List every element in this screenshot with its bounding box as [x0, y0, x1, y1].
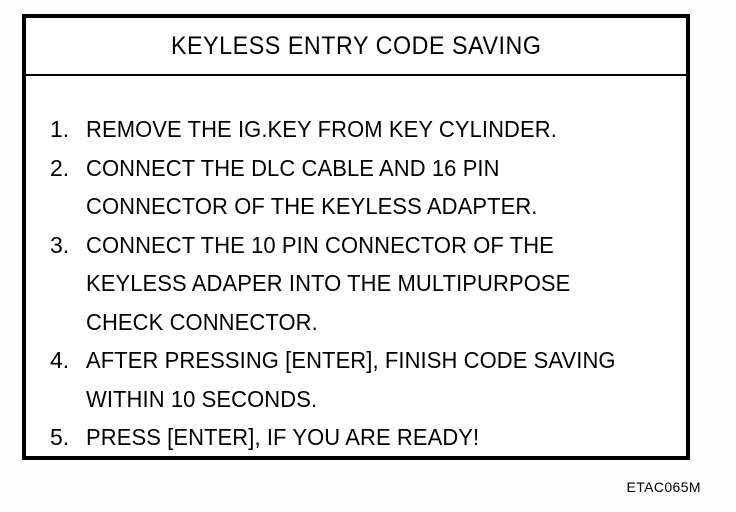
panel-title: KEYLESS ENTRY CODE SAVING — [170, 31, 542, 60]
list-item: 2. CONNECT THE DLC CABLE AND 16 PIN CONN… — [50, 149, 676, 226]
list-item-line: AFTER PRESSING [ENTER], FINISH CODE SAVI… — [86, 347, 616, 373]
figure-reference-code: ETAC065M — [626, 479, 701, 495]
list-item-line: CHECK CONNECTOR. — [86, 308, 318, 335]
instruction-list: 1. REMOVE THE IG.KEY FROM KEY CYLINDER. … — [26, 78, 686, 456]
instruction-panel: KEYLESS ENTRY CODE SAVING 1. REMOVE THE … — [22, 14, 690, 460]
list-item-text: CONNECT THE 10 PIN CONNECTOR OF THE KEYL… — [86, 226, 676, 342]
list-item-number: 4. — [50, 347, 70, 373]
list-item-number: 3. — [50, 231, 70, 258]
list-item-number: 5. — [50, 424, 70, 450]
list-item-line: CONNECT THE DLC CABLE AND 16 PIN — [86, 154, 500, 181]
title-band: KEYLESS ENTRY CODE SAVING — [26, 18, 686, 76]
list-item-line: WITHIN 10 SECONDS. — [86, 385, 318, 412]
list-item-text: CONNECT THE DLC CABLE AND 16 PIN CONNECT… — [86, 149, 676, 226]
list-item-line: PRESS [ENTER], IF YOU ARE READY! — [86, 424, 480, 450]
list-item-line: CONNECT THE 10 PIN CONNECTOR OF THE — [86, 231, 554, 258]
list-item-number: 1. — [50, 116, 70, 142]
list-item: 1. REMOVE THE IG.KEY FROM KEY CYLINDER. — [50, 110, 676, 149]
list-item-text: PRESS [ENTER], IF YOU ARE READY! — [86, 418, 676, 457]
list-item: 4. AFTER PRESSING [ENTER], FINISH CODE S… — [50, 341, 676, 418]
list-item-text: REMOVE THE IG.KEY FROM KEY CYLINDER. — [86, 110, 676, 149]
list-item-number: 2. — [50, 154, 70, 181]
list-item-line: CONNECTOR OF THE KEYLESS ADAPTER. — [86, 193, 538, 219]
list-item-text: AFTER PRESSING [ENTER], FINISH CODE SAVI… — [86, 341, 676, 418]
list-item-line: KEYLESS ADAPER INTO THE MULTIPURPOSE — [86, 270, 571, 296]
list-item: 5. PRESS [ENTER], IF YOU ARE READY! — [50, 418, 676, 457]
list-item: 3. CONNECT THE 10 PIN CONNECTOR OF THE K… — [50, 226, 676, 342]
list-item-line: REMOVE THE IG.KEY FROM KEY CYLINDER. — [86, 116, 557, 142]
